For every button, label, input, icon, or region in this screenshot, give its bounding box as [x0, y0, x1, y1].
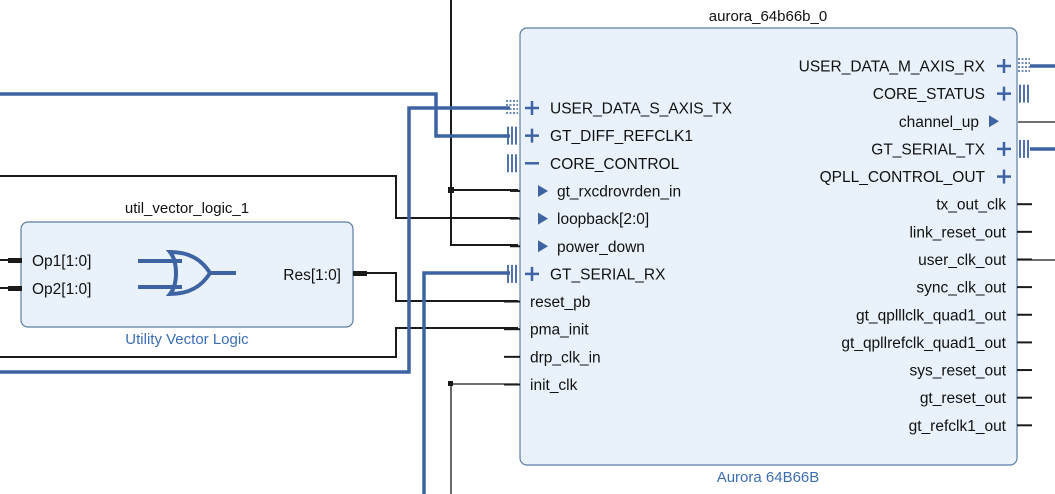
- pin-label: gt_reset_out: [920, 390, 1007, 407]
- net-init-clk[interactable]: [450, 383, 518, 494]
- pin-label: power_down: [557, 239, 645, 256]
- aurora-instance-name: aurora_64b66b_0: [709, 8, 827, 25]
- net-reset-pb[interactable]: [360, 272, 518, 302]
- net-power-down[interactable]: [450, 0, 518, 246]
- aurora-block[interactable]: aurora_64b66b_0 Aurora 64B66B USER_DATA_…: [504, 8, 1032, 486]
- pin-label: GT_SERIAL_TX: [871, 141, 985, 158]
- pin-label: init_clk: [530, 377, 578, 394]
- diff-interface-icon: [1019, 84, 1029, 103]
- pin-gt-qplllclk-quad1-out[interactable]: gt_qplllclk_quad1_out: [856, 307, 1032, 324]
- input-arrow-icon: [538, 212, 548, 225]
- pin-power-down[interactable]: power_down: [510, 239, 645, 256]
- pin-label: CORE_STATUS: [873, 86, 985, 103]
- input-arrow-icon: [538, 184, 548, 197]
- util-ip-name: Utility Vector Logic: [125, 331, 249, 348]
- bus-interface-icon: [1018, 58, 1030, 72]
- pin-user-data-s-axis-tx[interactable]: USER_DATA_S_AXIS_TX: [506, 100, 733, 118]
- pin-label: sys_reset_out: [910, 363, 1007, 380]
- op1-pin-label: Op1[1:0]: [32, 253, 91, 270]
- pin-core-control[interactable]: CORE_CONTROL: [507, 154, 680, 173]
- pin-label: tx_out_clk: [936, 197, 1006, 214]
- input-arrow-icon: [538, 240, 548, 253]
- pin-gt-serial-tx[interactable]: GT_SERIAL_TX: [871, 139, 1029, 159]
- diff-interface-icon: [1019, 139, 1029, 158]
- bus-gt-serial-rx[interactable]: [422, 271, 510, 494]
- diff-interface-icon: [507, 126, 517, 145]
- expand-plus-icon[interactable]: [997, 169, 1011, 184]
- pin-label: gt_rxcdrovrden_in: [557, 183, 681, 200]
- pin-user-data-m-axis-rx[interactable]: USER_DATA_M_AXIS_RX: [799, 58, 1030, 76]
- or-gate-icon: [138, 249, 236, 297]
- pin-qpll-control-out[interactable]: QPLL_CONTROL_OUT: [820, 169, 1011, 186]
- util-vector-logic-block[interactable]: util_vector_logic_1 Utility Vector Logic…: [8, 200, 367, 348]
- expand-plus-icon[interactable]: [997, 59, 1011, 73]
- pin-gt-qpllrefclk-quad1-out[interactable]: gt_qpllrefclk_quad1_out: [841, 335, 1032, 352]
- pin-gt-serial-rx[interactable]: GT_SERIAL_RX: [507, 264, 666, 284]
- pin-label: loopback[2:0]: [557, 211, 649, 228]
- pin-label: USER_DATA_M_AXIS_RX: [799, 59, 986, 76]
- expand-plus-icon[interactable]: [525, 101, 539, 115]
- net-junction-dot: [448, 381, 453, 386]
- aurora-left-pins: USER_DATA_S_AXIS_TX GT_DIFF_REFCLK1CORE_C…: [504, 100, 733, 394]
- pin-label: reset_pb: [530, 294, 590, 311]
- pin-pma-init[interactable]: pma_init: [504, 322, 589, 339]
- pin-gt-rxcdrovrden-in[interactable]: gt_rxcdrovrden_in: [510, 183, 681, 200]
- pin-label: gt_qplllclk_quad1_out: [856, 307, 1007, 324]
- expand-plus-icon[interactable]: [997, 86, 1011, 101]
- bus-user-data-s-axis-tx[interactable]: [0, 92, 510, 138]
- pin-drp-clk-in[interactable]: drp_clk_in: [504, 349, 601, 366]
- output-arrow-icon: [989, 115, 999, 128]
- pin-gt-refclk1-out[interactable]: gt_refclk1_out: [909, 418, 1032, 435]
- net-pma-init[interactable]: [0, 327, 518, 358]
- net-loopback[interactable]: [0, 175, 518, 219]
- res-pin-label: Res[1:0]: [283, 267, 341, 284]
- pin-reset-pb[interactable]: reset_pb: [504, 294, 590, 311]
- pin-gt-reset-out[interactable]: gt_reset_out: [920, 390, 1032, 407]
- pin-label: channel_up: [899, 114, 979, 131]
- pin-label: QPLL_CONTROL_OUT: [820, 169, 986, 186]
- pin-label: pma_init: [530, 322, 589, 339]
- pin-user-clk-out[interactable]: user_clk_out: [918, 252, 1032, 269]
- pin-link-reset-out[interactable]: link_reset_out: [909, 224, 1032, 241]
- pin-tx-out-clk[interactable]: tx_out_clk: [936, 197, 1032, 214]
- op2-pin-stub[interactable]: [8, 286, 22, 291]
- aurora-ip-name: Aurora 64B66B: [717, 469, 820, 486]
- pin-label: GT_DIFF_REFCLK1: [550, 128, 693, 145]
- pin-label: USER_DATA_S_AXIS_TX: [550, 101, 733, 118]
- diff-interface-icon: [507, 154, 517, 173]
- pin-sync-clk-out[interactable]: sync_clk_out: [916, 280, 1032, 297]
- pin-label: user_clk_out: [918, 252, 1007, 269]
- expand-plus-icon[interactable]: [997, 141, 1011, 156]
- aurora-right-pins: USER_DATA_M_AXIS_RX CORE_STATUS channel_up…: [799, 58, 1033, 435]
- bus-gt-diff-refclk1[interactable]: [0, 106, 510, 374]
- net-junction-dot: [448, 187, 454, 193]
- op2-pin-label: Op2[1:0]: [32, 281, 91, 298]
- pin-label: link_reset_out: [909, 224, 1006, 241]
- pin-gt-diff-refclk1[interactable]: GT_DIFF_REFCLK1: [507, 126, 693, 145]
- pin-label: GT_SERIAL_RX: [550, 266, 666, 283]
- bus-interface-icon: [506, 100, 518, 114]
- expand-plus-icon[interactable]: [525, 266, 539, 281]
- expand-plus-icon[interactable]: [525, 128, 539, 143]
- pin-label: gt_refclk1_out: [909, 418, 1007, 435]
- pin-init-clk[interactable]: init_clk: [504, 377, 578, 394]
- util-instance-name: util_vector_logic_1: [125, 200, 249, 217]
- pin-label: sync_clk_out: [916, 280, 1006, 297]
- pin-sys-reset-out[interactable]: sys_reset_out: [910, 363, 1033, 380]
- op1-pin-stub[interactable]: [8, 258, 22, 263]
- pin-label: gt_qpllrefclk_quad1_out: [841, 335, 1006, 352]
- pin-loopback-2-0[interactable]: loopback[2:0]: [510, 211, 649, 228]
- diff-interface-icon: [507, 264, 517, 283]
- res-pin-stub[interactable]: [353, 271, 367, 276]
- pin-label: drp_clk_in: [530, 349, 601, 366]
- pin-channel-up[interactable]: channel_up: [899, 114, 999, 131]
- pin-core-status[interactable]: CORE_STATUS: [873, 84, 1029, 104]
- pin-label: CORE_CONTROL: [550, 156, 680, 173]
